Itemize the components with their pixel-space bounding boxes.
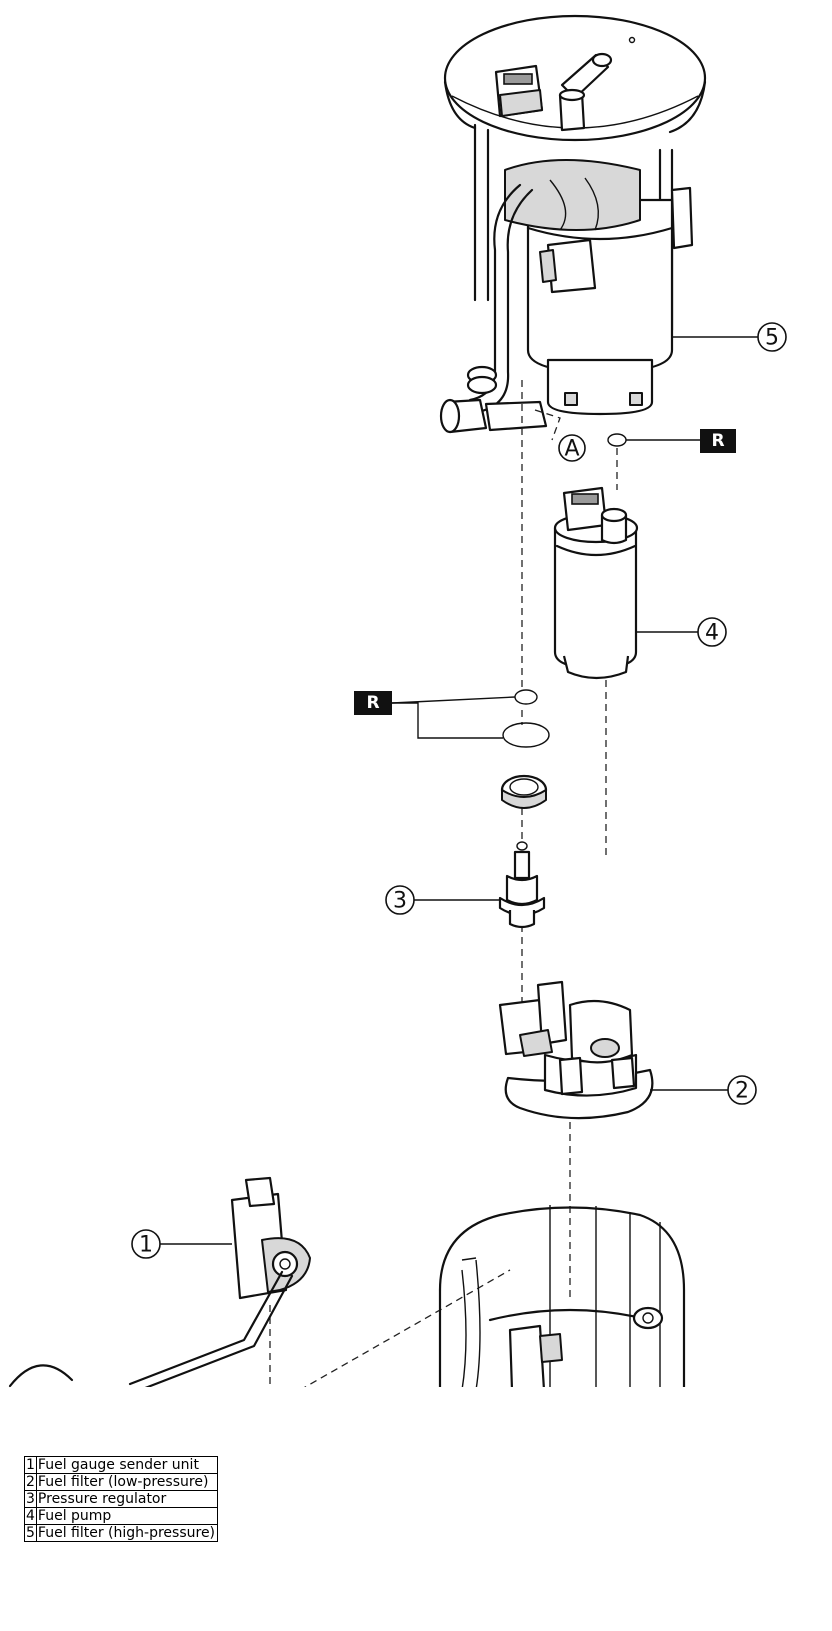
svg-text:R: R [366,693,379,713]
svg-text:R: R [711,431,724,451]
legend-label: Pressure regulator [35,1490,219,1508]
legend-row: 4 Fuel pump [24,1507,219,1525]
spacer-ring [500,774,548,809]
legend-row: 2 Fuel filter (low-pressure) [24,1473,219,1491]
legend-number: 5 [24,1524,37,1542]
legend-label: Fuel filter (low-pressure) [35,1473,219,1491]
o-rings-middle: R [354,689,550,748]
legend-label: Fuel gauge sender unit [35,1456,219,1474]
legend-label: Fuel pump [35,1507,219,1525]
legend-row: 3 Pressure regulator [24,1490,219,1508]
parts-legend-table: 1 Fuel gauge sender unit 2 Fuel filter (… [24,1456,219,1542]
svg-text:4: 4 [705,621,719,646]
legend-row: 5 Fuel filter (high-pressure) [24,1524,219,1542]
svg-text:2: 2 [735,1079,749,1104]
o-ring-upper: R [607,429,736,453]
legend-number: 1 [24,1456,37,1474]
fuel-pump-part [553,486,639,680]
fuel-gauge-sender-part [8,1176,311,1392]
legend-label: Fuel filter (high-pressure) [35,1524,219,1542]
callout-2: 2 [650,1075,757,1105]
legend-row: 1 Fuel gauge sender unit [24,1456,219,1474]
callout-4: 4 [636,617,727,647]
legend-number: 3 [24,1490,37,1508]
svg-text:A: A [564,437,579,462]
svg-text:3: 3 [393,889,407,914]
callout-a: A [558,434,586,462]
svg-text:1: 1 [139,1233,153,1258]
callout-1: 1 [131,1229,232,1259]
svg-text:5: 5 [765,326,779,351]
fuel-tank-reservoir [438,1205,686,1392]
pressure-regulator-part [498,841,546,929]
legend-number: 4 [24,1507,37,1525]
callout-5: 5 [672,322,787,352]
fuel-filter-high-pressure-part [439,14,707,441]
legend-number: 2 [24,1473,37,1491]
assembly-axis-lines [269,380,618,1391]
fuel-filter-low-pressure-part [498,980,654,1120]
callout-3: 3 [385,885,500,915]
exploded-view-diagram: A 5 R 4 [8,14,787,1393]
